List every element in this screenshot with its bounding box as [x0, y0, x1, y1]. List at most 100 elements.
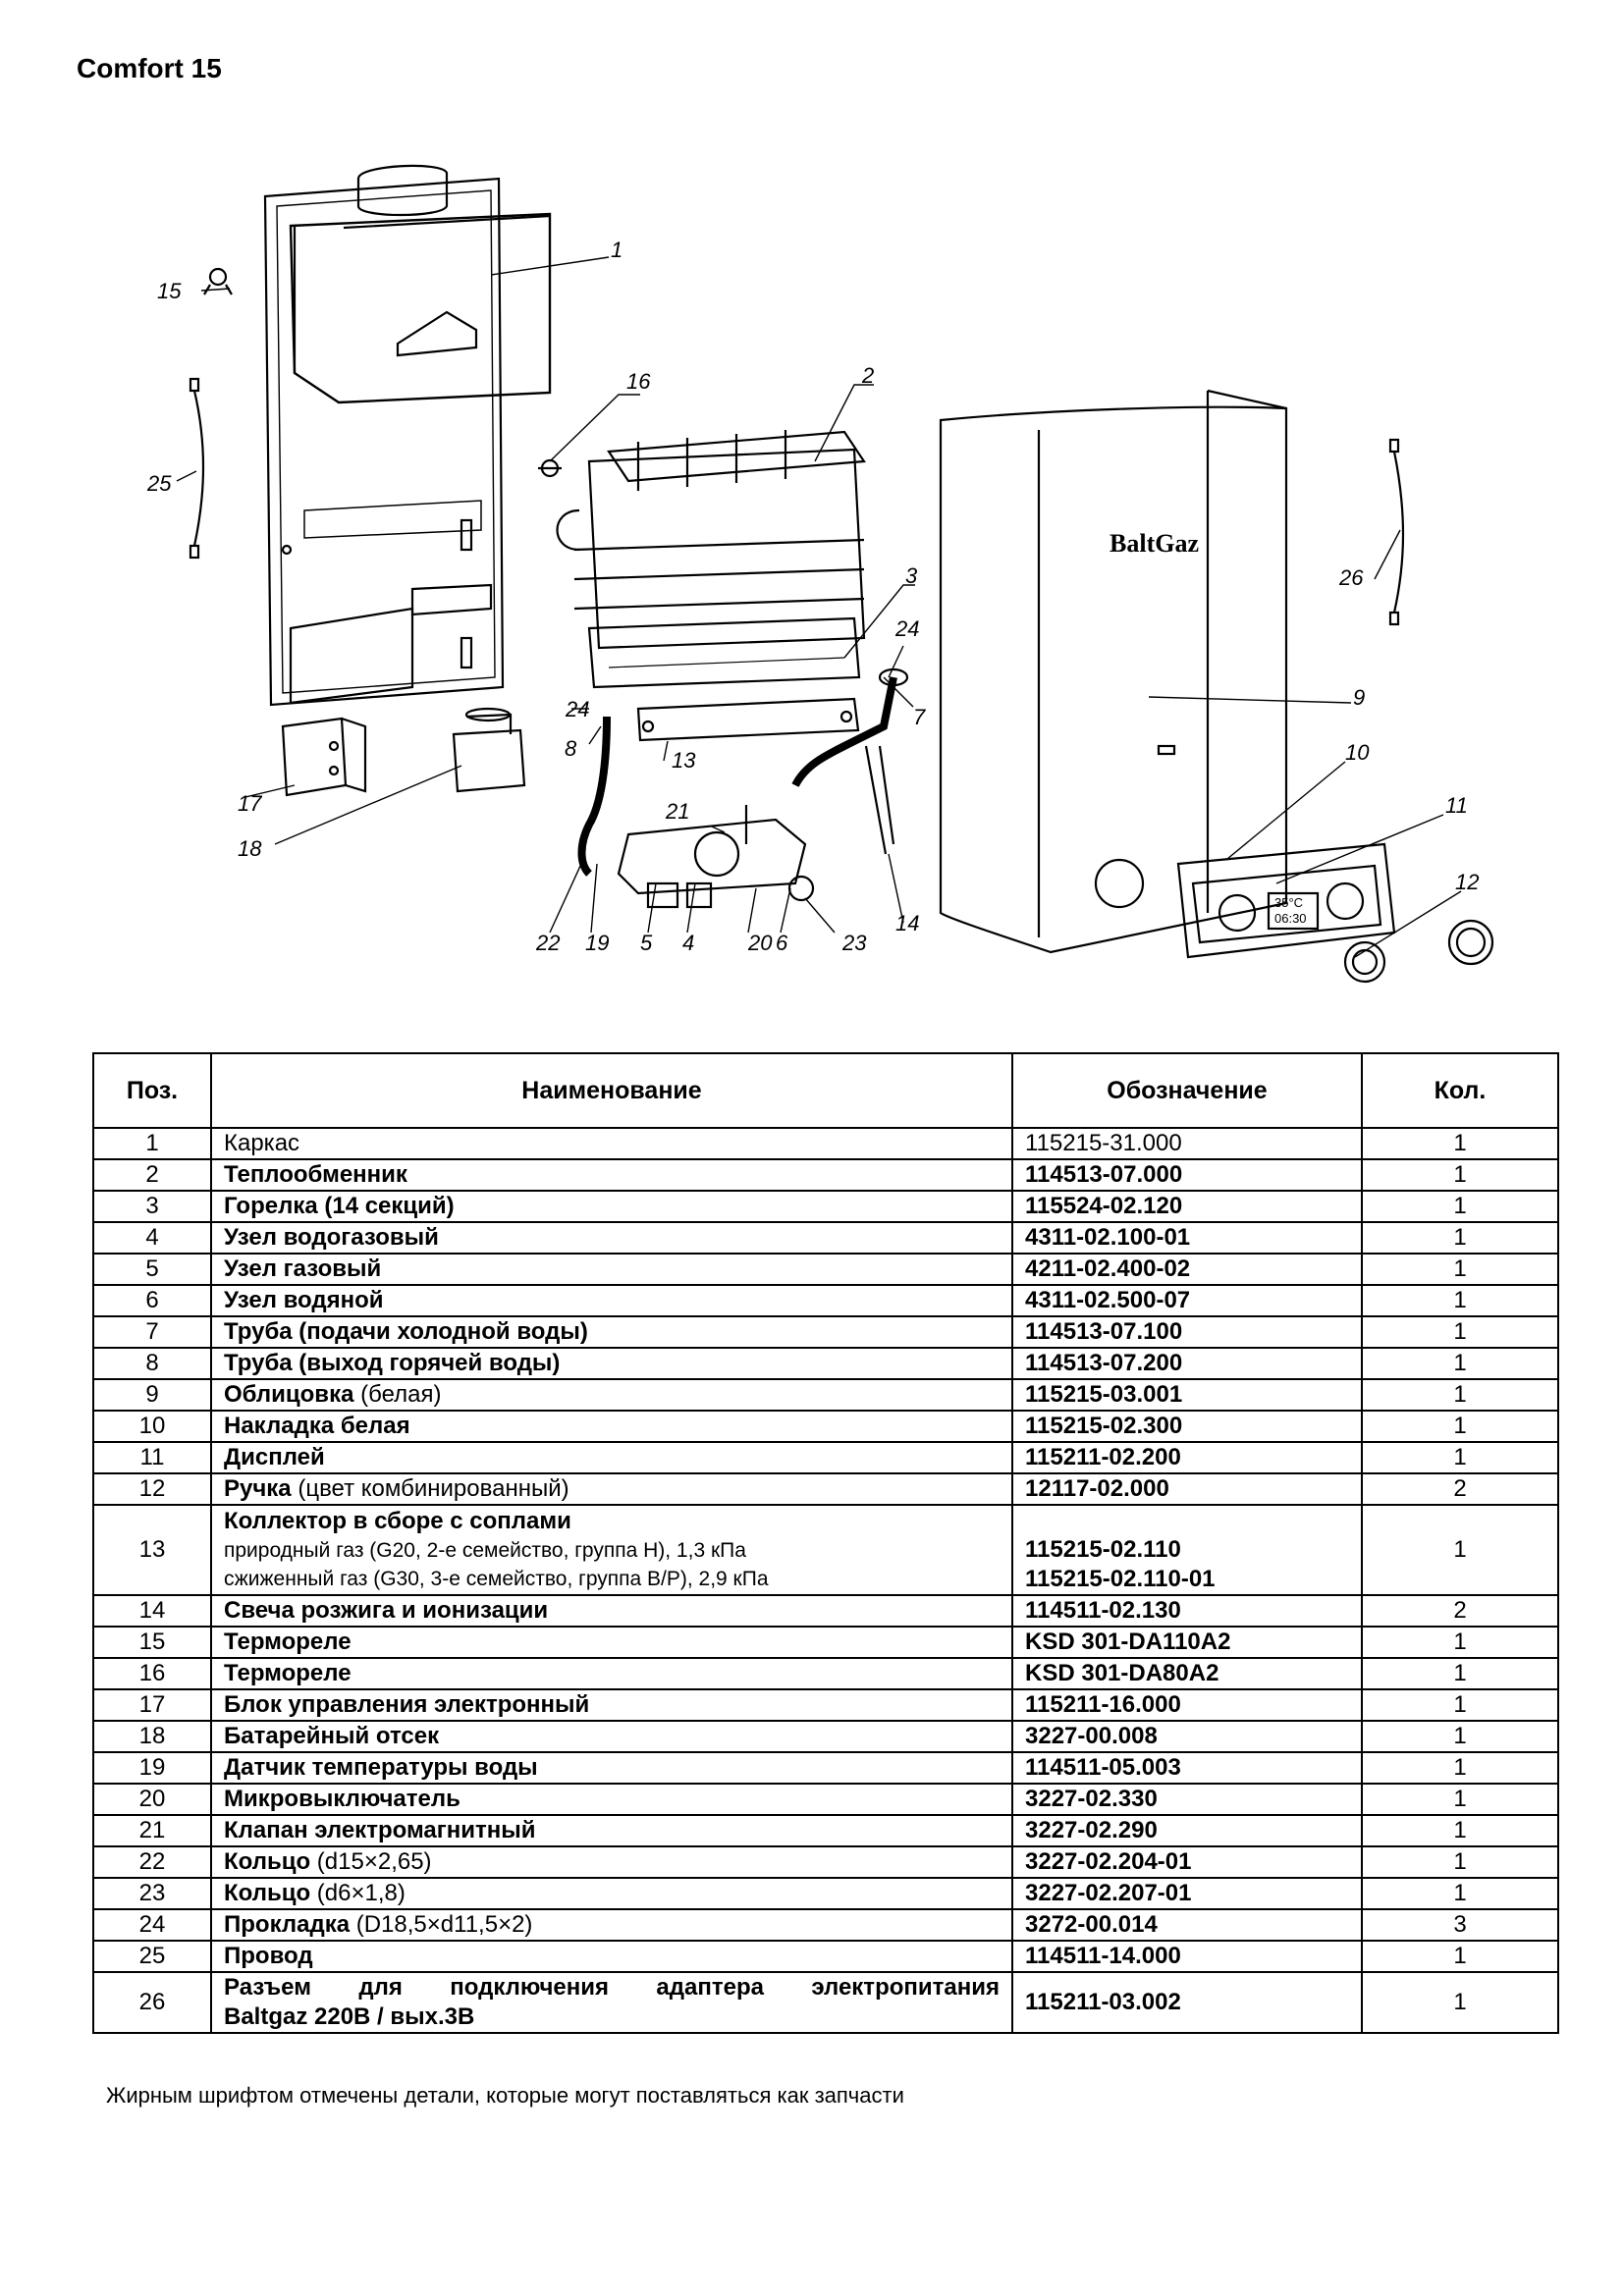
- row-code-cell: 115211-03.002: [1011, 1971, 1363, 2034]
- row-qty: 1: [1361, 1720, 1559, 1753]
- row-qty: 1: [1361, 1845, 1559, 1879]
- row-name-cell: Каркас: [210, 1127, 1013, 1160]
- row-pos: 11: [92, 1441, 212, 1474]
- row-code: 115524-02.120: [1025, 1193, 1183, 1219]
- row-pos: 16: [92, 1657, 212, 1690]
- row-pos: 26: [92, 1971, 212, 2034]
- callout-22: 22: [535, 931, 560, 955]
- header-qty: Кол.: [1361, 1052, 1559, 1129]
- row-name: Дисплей: [224, 1444, 325, 1470]
- row-qty: 3: [1361, 1908, 1559, 1942]
- row-qty: 1: [1361, 1253, 1559, 1286]
- row-code-cell: 4311-02.100-01: [1011, 1221, 1363, 1255]
- row-name-cell: Дисплей: [210, 1441, 1013, 1474]
- row-name-cell: Труба (выход горячей воды): [210, 1347, 1013, 1380]
- row-pos: 15: [92, 1626, 212, 1659]
- row-pos: 17: [92, 1688, 212, 1722]
- row-code: 3227-02.204-01: [1025, 1848, 1192, 1875]
- row-code-cell: 115211-02.200: [1011, 1441, 1363, 1474]
- row-pos: 7: [92, 1315, 212, 1349]
- row-code-cell: 3227-02.330: [1011, 1783, 1363, 1816]
- display-time: 06:30: [1274, 911, 1307, 926]
- callout-7: 7: [913, 705, 926, 729]
- row-name-cell: Узел газовый: [210, 1253, 1013, 1286]
- callout-12: 12: [1455, 870, 1479, 894]
- footnote: Жирным шрифтом отмечены детали, которые …: [106, 2083, 904, 2108]
- row-code-cell: 115215-03.001: [1011, 1378, 1363, 1412]
- row-pos: 21: [92, 1814, 212, 1847]
- row-pos: 20: [92, 1783, 212, 1816]
- row-code: 12117-02.000: [1025, 1475, 1169, 1502]
- row-name-cell: Накладка белая: [210, 1410, 1013, 1443]
- row-qty: 1: [1361, 1315, 1559, 1349]
- row-name: Блок управления электронный: [224, 1691, 590, 1718]
- row-name: Труба (подачи холодной воды): [224, 1318, 588, 1345]
- header-pos: Поз.: [92, 1052, 212, 1129]
- row-code-cell: 3227-00.008: [1011, 1720, 1363, 1753]
- row-code-cell: 12117-02.000: [1011, 1472, 1363, 1506]
- row-name: Ручка: [224, 1475, 292, 1502]
- row-name-cell: Кольцо (d15×2,65): [210, 1845, 1013, 1879]
- row-code-cell: 114513-07.000: [1011, 1158, 1363, 1192]
- row-name: Провод: [224, 1943, 313, 1969]
- callout-3: 3: [905, 563, 918, 588]
- row-qty: 1: [1361, 1158, 1559, 1192]
- row-code-cell: 3227-02.207-01: [1011, 1877, 1363, 1910]
- row-code: 115215-02.300: [1025, 1413, 1183, 1439]
- row-code-cell: 114511-02.130: [1011, 1594, 1363, 1628]
- row-name-note: (белая): [360, 1381, 442, 1408]
- row-name-cell: Разъем для подключения адаптера электроп…: [210, 1971, 1013, 2034]
- callout-5: 5: [640, 931, 653, 955]
- row-pos: 22: [92, 1845, 212, 1879]
- row-code-cell: 114513-07.100: [1011, 1315, 1363, 1349]
- row-code: 114511-14.000: [1025, 1943, 1181, 1969]
- page-title: Comfort 15: [77, 53, 222, 83]
- row-code-cell: KSD 301-DA110A2: [1011, 1626, 1363, 1659]
- row-qty: 1: [1361, 1127, 1559, 1160]
- row-qty: 1: [1361, 1877, 1559, 1910]
- row-name-cell: Ручка (цвет комбинированный): [210, 1472, 1013, 1506]
- callout-2: 2: [861, 363, 874, 388]
- row-name-cell: Кольцо (d6×1,8): [210, 1877, 1013, 1910]
- battery-box-part: [452, 707, 526, 793]
- row-name-cell: Блок управления электронный: [210, 1688, 1013, 1722]
- header-name: Наименование: [210, 1052, 1013, 1129]
- row-name: Термореле: [224, 1660, 352, 1686]
- heat-exchanger-part: [556, 430, 866, 650]
- row-qty: 1: [1361, 1441, 1559, 1474]
- row-code-cell: KSD 301-DA80A2: [1011, 1657, 1363, 1690]
- row-name-cell: Провод: [210, 1940, 1013, 1973]
- row-qty: 1: [1361, 1347, 1559, 1380]
- row-code-cell: 3272-00.014: [1011, 1908, 1363, 1942]
- collector-part: [636, 697, 860, 742]
- row-code-cell: 115215-02.300: [1011, 1410, 1363, 1443]
- row-pos: 12: [92, 1472, 212, 1506]
- row-name: Коллектор в сборе с соплами: [224, 1508, 571, 1534]
- row-name: Кольцо: [224, 1848, 311, 1875]
- row-sub-line: сжиженный газ (G30, 3-е семейство, групп…: [224, 1568, 769, 1590]
- row-pos: 2: [92, 1158, 212, 1192]
- row-name: Узел газовый: [224, 1255, 382, 1282]
- row-name: Каркас: [224, 1130, 300, 1156]
- row-pos: 10: [92, 1410, 212, 1443]
- row-sub-line: природный газ (G20, 2-е семейство, групп…: [224, 1539, 746, 1562]
- row-pos: 14: [92, 1594, 212, 1628]
- row-qty: 1: [1361, 1626, 1559, 1659]
- row-name: Горелка (14 секций): [224, 1193, 455, 1219]
- row-code: 3227-02.330: [1025, 1786, 1158, 1812]
- callout-11: 11: [1445, 793, 1468, 818]
